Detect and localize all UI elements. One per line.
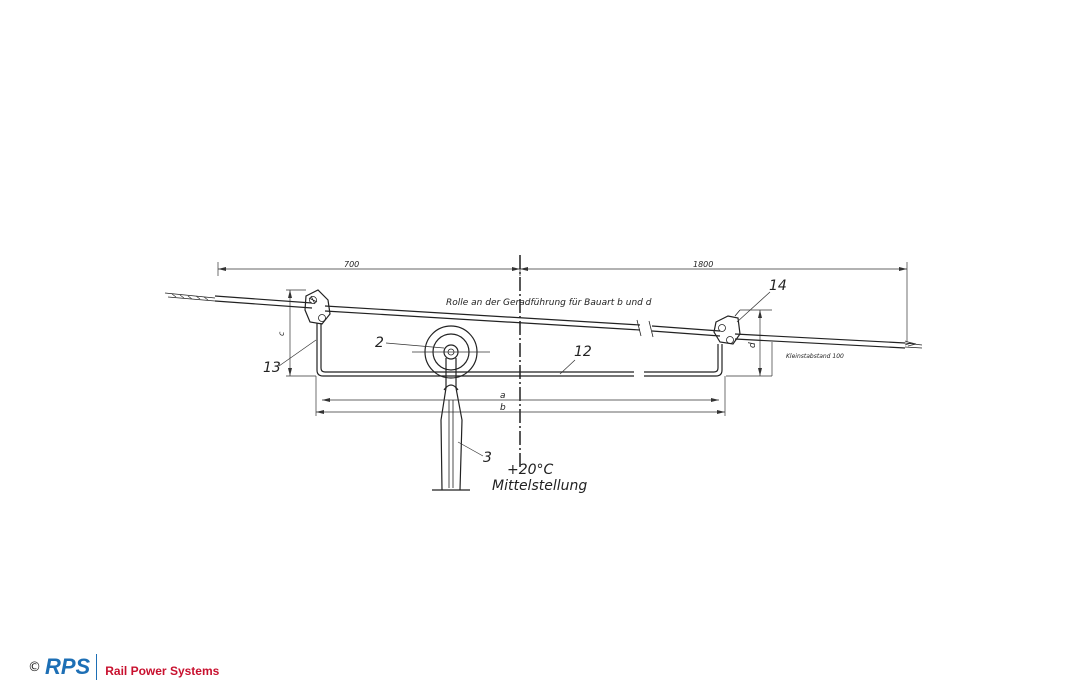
mid-position-label: Mittelstellung — [492, 478, 587, 494]
part-2-label: 2 — [375, 335, 384, 351]
part-labels: 2 12 13 14 3 — [263, 278, 787, 466]
dim-d-label: d — [748, 342, 758, 348]
dim-700-label: 700 — [344, 260, 359, 269]
dim-a-label: a — [500, 391, 506, 401]
temperature-label: +20°C — [507, 462, 554, 478]
left-clamp — [304, 289, 634, 377]
dim-d: d — [726, 309, 773, 377]
company-name: Rail Power Systems — [105, 664, 220, 678]
dim-1800-label: 1800 — [693, 260, 713, 269]
dim-b-label: b — [500, 403, 506, 413]
part-14-label: 14 — [769, 278, 787, 294]
dim-c-label: c — [277, 331, 286, 336]
rps-logo: RPS — [45, 654, 91, 679]
pulley-assembly — [412, 325, 490, 491]
logo-divider — [96, 654, 98, 680]
part-3-label: 3 — [483, 450, 492, 466]
dim-c: c — [277, 289, 316, 377]
part-13-label: 13 — [263, 360, 281, 376]
part-12-label: 12 — [574, 344, 592, 360]
footer: © RPS Rail Power Systems — [28, 652, 219, 682]
contact-wire — [164, 292, 923, 349]
top-dimension: 700 1800 — [217, 256, 908, 342]
kleinstabstand-note: Kleinstabstand 100 — [786, 353, 844, 360]
bottom-dimensions: a b — [315, 376, 726, 416]
copyright-symbol: © — [28, 659, 41, 675]
roller-note: Rolle an der Geradführung für Bauart b u… — [446, 298, 652, 308]
right-clamp — [644, 309, 741, 377]
